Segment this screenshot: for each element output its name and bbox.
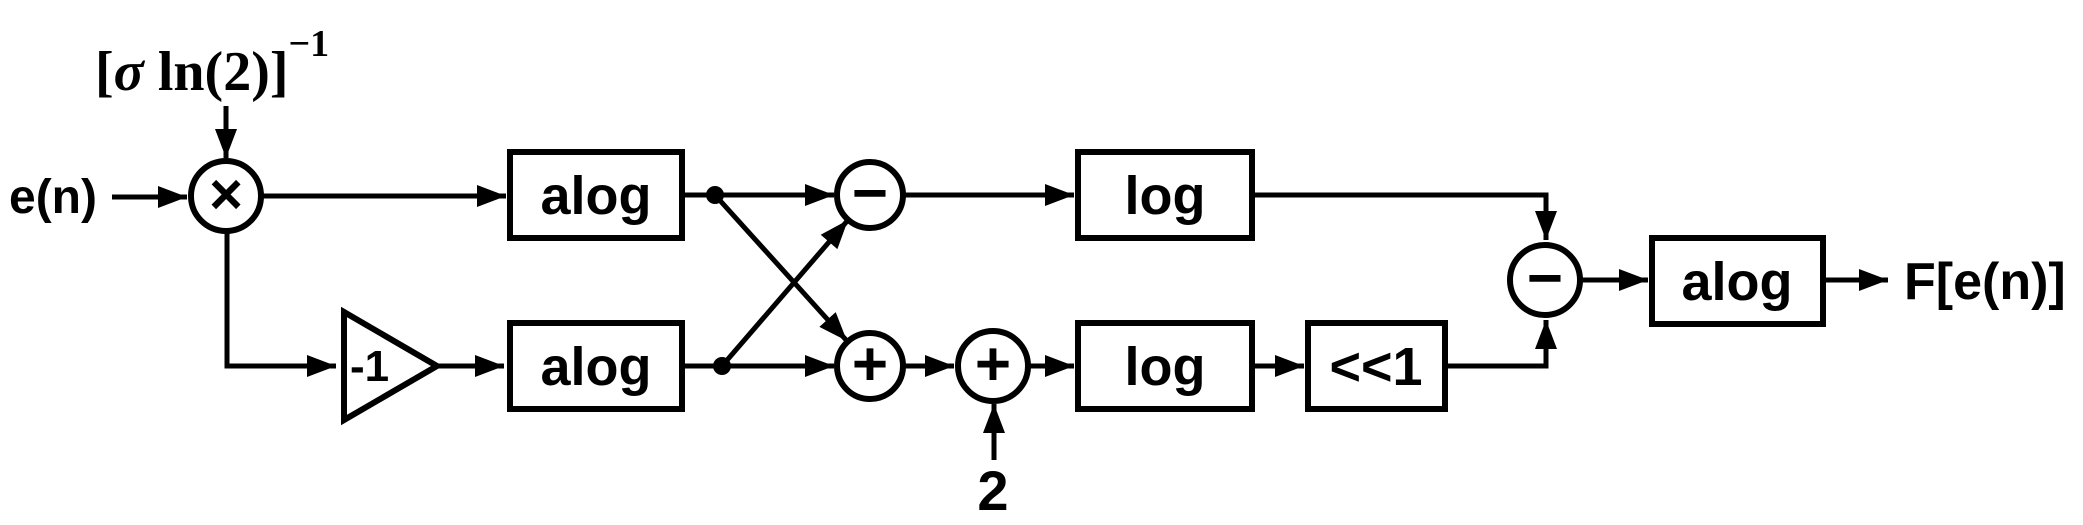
scale-open-bracket: [ [95,41,114,103]
multiplier-circle [188,158,264,234]
multiplier-node: × [188,158,264,234]
block-log-top-label: log [1125,166,1206,226]
block-left-shift-label: <<1 [1329,337,1422,397]
conn-log-top-to-subtractor2 [1252,192,1557,240]
multiply-icon: × [209,162,243,227]
block-left-shift: <<1 [1305,320,1448,412]
branch-dot-top [706,186,724,204]
block-alog-bottom: alog [507,320,685,412]
conn-multiplier-to-gain [224,231,336,377]
adder-node-1: + [834,330,906,402]
scale-exponent: −1 [289,23,330,65]
scale-ln-term: ln(2)] [144,41,289,103]
subtractor2-circle [1507,242,1583,318]
block-log-bottom-label: log [1125,337,1206,397]
subtractor-circle [834,159,906,231]
adder-constant-label: 2 [977,459,1008,522]
block-alog-top-label: alog [540,166,651,226]
plus-icon: + [852,330,888,399]
block-log-bottom: log [1075,320,1255,412]
block-log-top: log [1075,149,1255,241]
block-left-shift-box [1305,320,1448,412]
adder2-circle [955,328,1031,404]
block-alog-output-box [1649,235,1826,327]
sigma-symbol: σ [114,41,146,103]
plus-icon: + [975,330,1011,399]
gain-label: -1 [350,342,389,391]
adder1-circle [834,330,906,402]
output-signal-label: F[e(n)] [1904,253,2066,311]
subtractor-node: − [834,159,906,231]
conn-cross-top-to-adder [713,193,849,343]
scale-factor-label: [σ ln(2)]−1 [95,23,329,103]
branch-dot-bottom [713,357,731,375]
minus-icon: − [1527,244,1563,313]
block-log-top-box [1075,149,1255,241]
input-signal-label: e(n) [9,171,97,224]
block-alog-output-label: alog [1681,252,1792,312]
subtractor-node-2: − [1507,242,1583,318]
gain-block: -1 [341,306,443,426]
adder-node-2: + [955,328,1031,404]
block-alog-top-box [507,149,685,241]
block-alog-output: alog [1649,235,1826,327]
block-alog-top: alog [507,149,685,241]
block-alog-bottom-label: alog [540,337,651,397]
block-alog-bottom-box [507,320,685,412]
conn-cross-bottom-to-subtractor [720,218,850,368]
block-log-bottom-box [1075,320,1255,412]
minus-icon: − [852,159,888,228]
conn-shift-to-subtractor2 [1445,320,1557,369]
gain-triangle [341,306,443,426]
connectors [112,106,1888,460]
